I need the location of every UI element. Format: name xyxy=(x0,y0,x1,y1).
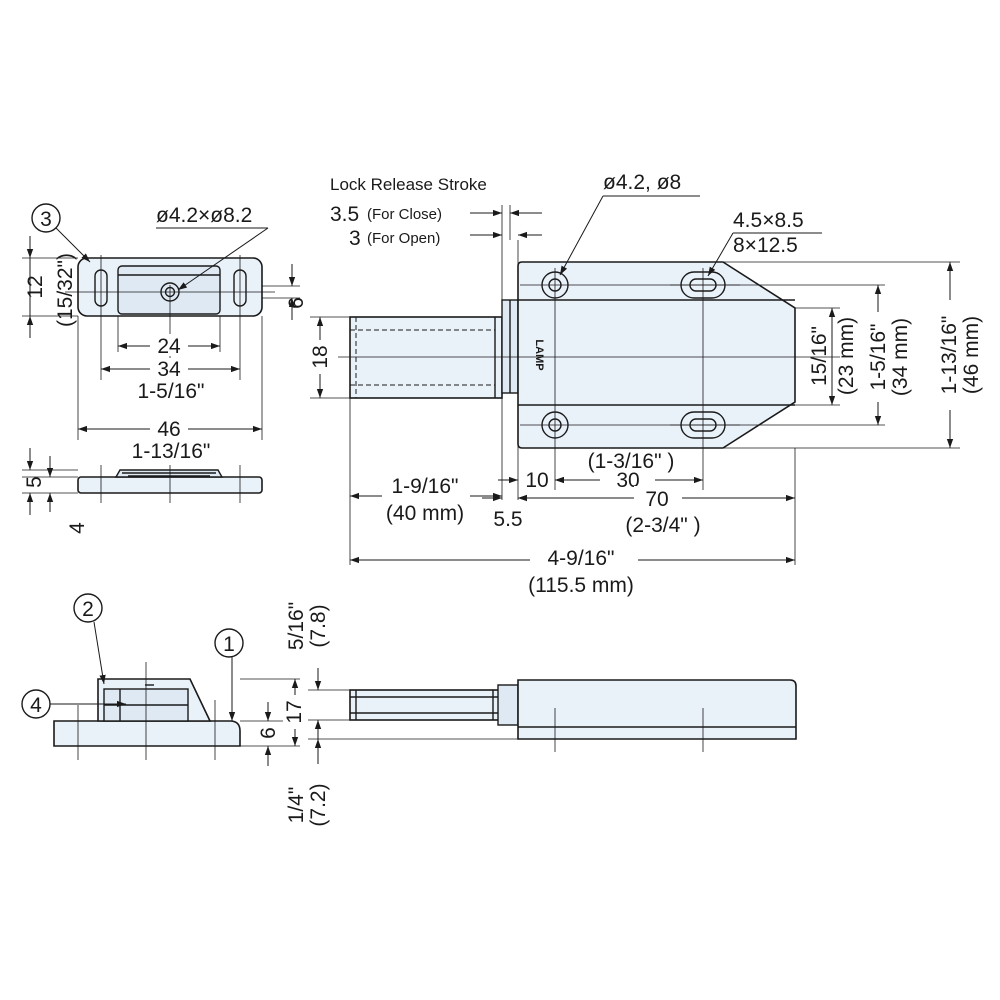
dim-body-narrow-mm: (23 mm) xyxy=(835,317,858,395)
strike-side-view: 5 4 xyxy=(22,448,263,534)
latch-front-plunger xyxy=(349,689,501,721)
dim-strike-width: 46 xyxy=(157,418,180,441)
latch-plunger xyxy=(349,316,503,399)
dim-strike-width-inch: 1-13/16" xyxy=(132,440,211,463)
dim-strike-recess: 24 xyxy=(157,335,181,358)
svg-text:1: 1 xyxy=(223,633,235,656)
stroke-close-label: (For Close) xyxy=(367,206,442,223)
dim-collar: 5.5 xyxy=(493,508,522,531)
stroke-close-value: 3.5 xyxy=(330,203,359,226)
stroke-open-label: (For Open) xyxy=(367,230,440,247)
callout-2 xyxy=(73,593,103,623)
dim-strike-total-height: 17 xyxy=(283,700,306,723)
dim-hole-pitch-inch: 1-5/16" xyxy=(867,324,890,391)
strike-recess xyxy=(117,265,221,315)
front-view: 17 6 2 1 4 5/16" (7.8) xyxy=(21,593,797,827)
dim-strike-height-inch: (15/32") xyxy=(54,253,77,327)
dim-body-height-mm: (46 mm) xyxy=(960,316,983,394)
dim-strike-base-thickness: 6 xyxy=(257,727,280,739)
latch-hole-spec: ø4.2, ø8 xyxy=(603,171,681,194)
svg-text:2: 2 xyxy=(82,598,94,621)
stroke-title: Lock Release Stroke xyxy=(330,175,487,194)
latch-slot-spec-1: 4.5×8.5 xyxy=(733,209,804,232)
dim-body-base-mm: (7.2) xyxy=(307,783,330,826)
dim-body-length-inch: (2-3/4" ) xyxy=(625,514,700,537)
svg-text:3: 3 xyxy=(40,208,52,231)
dim-strike-hole-pitch: 34 xyxy=(157,358,181,381)
dim-plunger-offset-inch: 5/16" xyxy=(285,602,308,650)
dim-body-length: 70 xyxy=(645,488,668,511)
dim-plunger-height: 18 xyxy=(309,345,332,368)
dim-plunger-offset-mm: (7.8) xyxy=(307,604,330,647)
latch-front-body xyxy=(517,679,797,740)
dim-hole-spacing-inch: (1-3/16" ) xyxy=(588,450,675,473)
dim-plunger-length-mm: (40 mm) xyxy=(386,502,464,525)
dim-strike-hole-pitch-inch: 1-5/16" xyxy=(138,380,205,403)
dim-plunger-length-inch: 1-9/16" xyxy=(392,475,459,498)
svg-text:4: 4 xyxy=(30,694,42,717)
latch-logo: LAMP xyxy=(533,339,545,370)
dim-hole-spacing: 30 xyxy=(616,469,639,492)
latch-top-view: LAMP Lock Release Stroke 3.5 xyxy=(309,171,983,597)
dim-strike-slot: 6 xyxy=(285,297,308,309)
callout-3 xyxy=(31,203,61,233)
dim-total-length-inch: 4-9/16" xyxy=(548,547,615,570)
latch-slot-spec-2: 8×12.5 xyxy=(733,234,798,257)
dim-strike-thickness: 5 xyxy=(23,476,46,488)
dim-body-height-inch: 1-13/16" xyxy=(938,316,961,395)
stroke-open-value: 3 xyxy=(349,227,361,250)
strike-hole-spec: ø4.2×ø8.2 xyxy=(156,204,252,227)
dim-body-narrow-inch: 15/16" xyxy=(808,326,831,386)
dim-hole-pitch-mm: (34 mm) xyxy=(889,318,912,396)
dim-strike-height: 12 xyxy=(24,275,47,298)
callout-1 xyxy=(214,628,244,658)
strike-front-base xyxy=(53,720,241,747)
dim-total-length-mm: (115.5 mm) xyxy=(528,574,634,597)
dim-strike-base: 4 xyxy=(66,522,89,534)
latch-front-collar xyxy=(497,684,519,726)
dim-body-base-inch: 1/4" xyxy=(285,787,308,824)
strike-top-view: 24 34 1-5/16" 46 1-13/16" 12 (15/32") 6 … xyxy=(22,203,308,463)
dim-body-edge-to-hole: 10 xyxy=(525,469,548,492)
